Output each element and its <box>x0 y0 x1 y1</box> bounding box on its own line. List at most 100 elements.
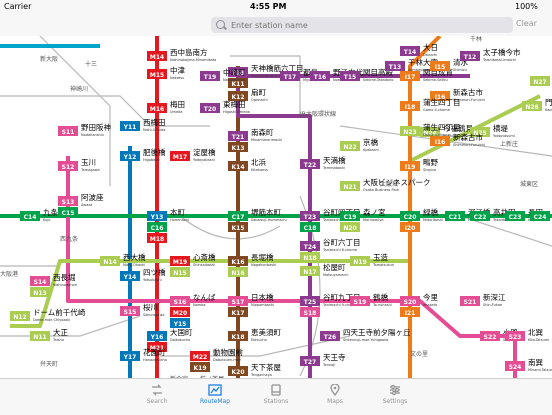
tab-bar: Search RouteMap Stations Maps Settings <box>0 378 552 415</box>
station-code-badge <box>400 126 420 136</box>
station-code: N24 <box>423 130 436 137</box>
tab-maps[interactable]: Maps <box>305 381 365 413</box>
search-input[interactable] <box>231 18 501 32</box>
station-code-badge <box>280 71 300 81</box>
map-pin-icon <box>330 384 340 396</box>
tab-settings[interactable]: Settings <box>365 381 425 413</box>
station-code: K15 <box>232 225 245 232</box>
station-name-en: Shimizu <box>453 68 467 72</box>
station-markers[interactable]: M15中津NakatsuM14西中島南方Nishinakajima-Minami… <box>10 42 552 377</box>
station-code: M14 <box>150 54 164 61</box>
station-aramoto[interactable]: C24荒本Aramoto <box>530 207 552 222</box>
station-code: C17 <box>232 214 245 221</box>
station-code: S15 <box>124 309 137 316</box>
station-name-jp: 西中島南方 <box>170 47 208 57</box>
station-code: K19 <box>194 365 207 372</box>
station-code-badge <box>120 351 140 361</box>
route-map-icon <box>208 384 222 396</box>
tab-search[interactable]: Search <box>127 381 187 413</box>
station-name-jp: 天満橋 <box>323 155 346 165</box>
tab-stations[interactable]: Stations <box>246 381 306 413</box>
station-kadoma-minami[interactable]: N26門真南Kadoma-minami <box>522 97 552 112</box>
station-code: Y15 <box>173 321 187 328</box>
station-tsurumi-ryokuchi[interactable]: N27鶴見緑地Tsurumi-ryokuchi <box>530 72 552 87</box>
search-field[interactable] <box>211 17 513 33</box>
clear-button[interactable]: Clear <box>516 19 537 28</box>
station-code: I16 <box>435 94 446 101</box>
station-code: K18 <box>232 334 245 341</box>
station-code-badge <box>147 69 167 79</box>
station-code-badge <box>228 296 248 306</box>
station-name-en: Hommachi <box>170 218 189 222</box>
station-name-en: Sakaisuji-Hommachi <box>251 218 287 222</box>
tab-routemap[interactable]: RouteMap <box>185 381 245 413</box>
station-code: S13 <box>62 199 75 206</box>
station-code-badge <box>170 267 190 277</box>
